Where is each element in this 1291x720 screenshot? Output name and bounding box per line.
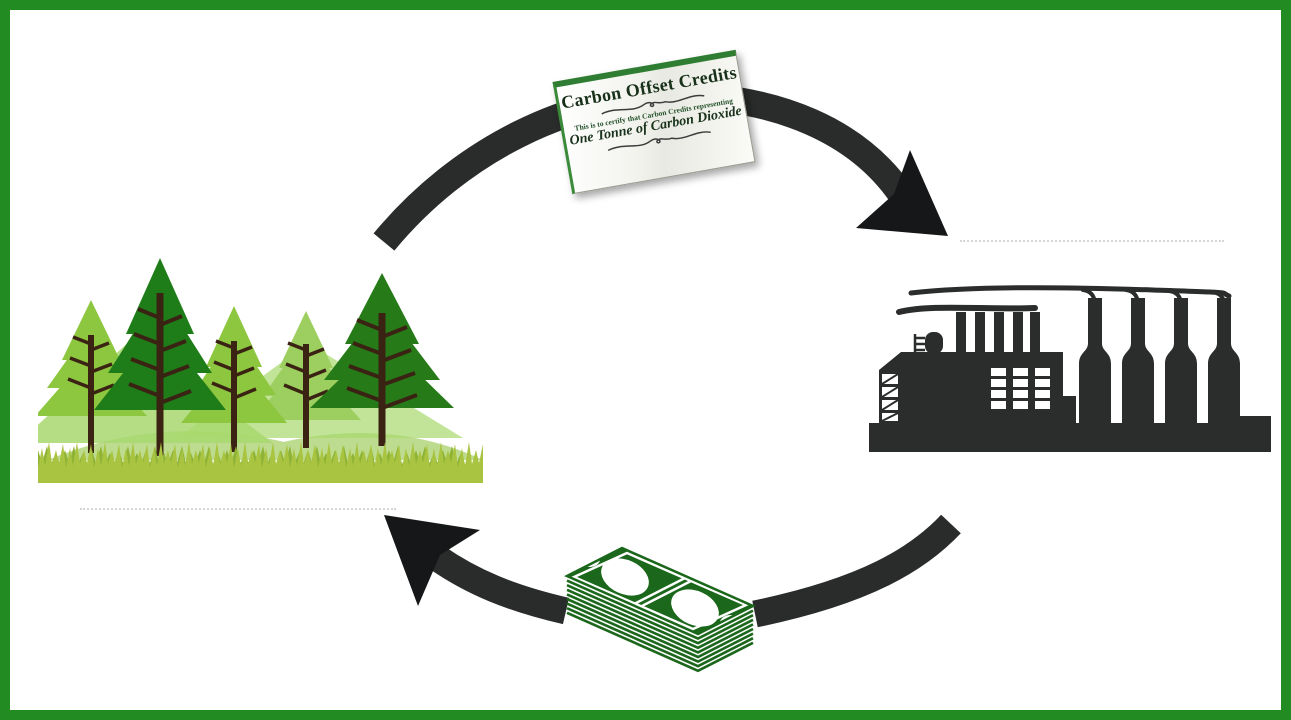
factory-smokestacks-silhouette (869, 285, 1271, 452)
rooftop-tank (913, 332, 943, 354)
bottom-arc-right (752, 514, 961, 628)
factory-base (869, 423, 1239, 452)
carbon-offset-certificate: Carbon Offset Credits This is to certify… (552, 49, 756, 195)
pine-tree (310, 273, 454, 446)
factory-building (879, 352, 1076, 423)
faint-dotted-line-left (80, 508, 396, 510)
stack-of-dollar-bills (564, 546, 756, 673)
hatched-windows (881, 373, 899, 422)
faint-dotted-line-right (960, 240, 1224, 242)
bill-stack-edges (566, 579, 754, 673)
smoke-trails (896, 285, 1232, 315)
grass (38, 442, 483, 483)
pine-tree (94, 258, 226, 456)
forest-pine-trees-illustration (38, 258, 483, 483)
cooling-towers (1079, 298, 1240, 425)
flourish-divider-icon (601, 94, 705, 115)
bottom-arrowhead (384, 515, 480, 606)
top-arrowhead (856, 150, 948, 236)
bottom-arc-left (428, 545, 570, 625)
window-grid (991, 368, 1050, 409)
chimneys (956, 312, 1040, 354)
flourish-divider-icon (607, 131, 711, 152)
factory-base-step (1239, 416, 1271, 452)
